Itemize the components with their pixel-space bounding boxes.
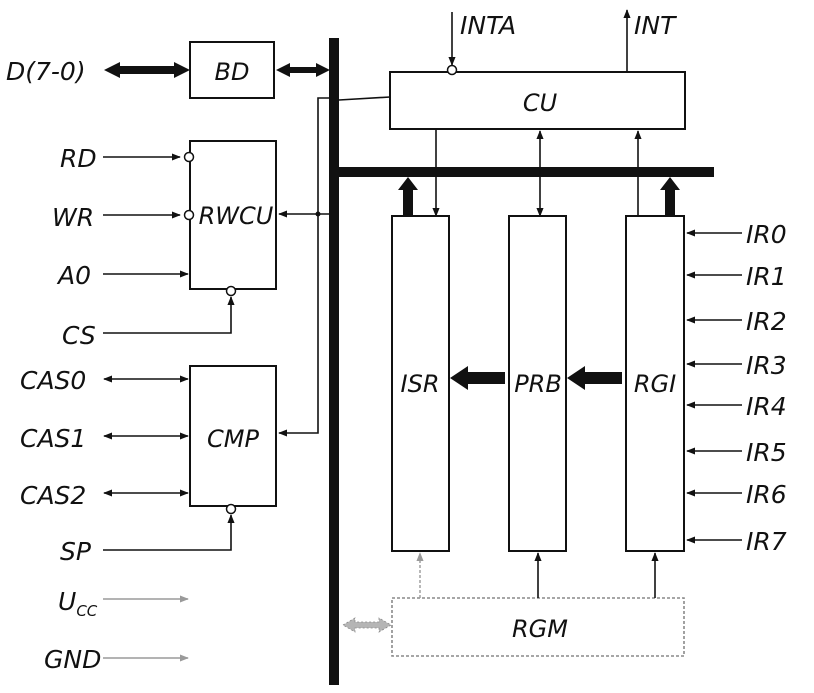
block-cmp (189, 365, 277, 507)
block-rwcu (189, 140, 277, 290)
pin-ir6: IR6 (746, 480, 787, 509)
pin-cs: CS (62, 321, 96, 350)
pin-ir3: IR3 (746, 351, 787, 380)
block-cmp-label: CMP (207, 425, 259, 453)
pin-ir4: IR4 (746, 392, 787, 421)
block-rwcu-label: RWCU (199, 202, 274, 230)
pin-ir2: IR2 (746, 307, 787, 336)
internal-vertical-bus (329, 38, 339, 685)
block-rgm (391, 597, 685, 657)
bd-bus-arrow (276, 63, 330, 77)
block-cu-label: CU (523, 89, 558, 117)
block-isr-label: ISR (401, 370, 440, 398)
block-prb-label: PRB (514, 370, 562, 398)
block-bd (189, 41, 275, 99)
pin-data-bus: D(7-0) (6, 57, 86, 86)
pin-ucc: UCC (58, 587, 98, 620)
sp-inversion-bubble (225, 503, 237, 515)
pin-cas2: CAS2 (20, 481, 86, 510)
block-isr (391, 215, 450, 552)
pin-wr: WR (52, 203, 94, 232)
cs-inversion-bubble (225, 285, 237, 297)
pin-sp: SP (60, 537, 92, 566)
pin-a0: A0 (56, 261, 91, 290)
bus-rgm-faint-arrow (342, 617, 392, 633)
block-cu (389, 71, 686, 130)
sp-wire (103, 514, 235, 551)
pin-int: INT (634, 11, 677, 40)
prb-to-isr-thick-arrow (450, 366, 505, 390)
pin-ir5: IR5 (746, 438, 787, 467)
block-bd-label: BD (215, 58, 250, 86)
pin-inta: INTA (460, 11, 516, 40)
rd-inversion-bubble (183, 151, 195, 163)
internal-horizontal-bus (335, 167, 714, 177)
block-prb (508, 215, 567, 552)
pin-ir7: IR7 (746, 527, 787, 556)
pin-cas1: CAS1 (20, 424, 86, 453)
block-rgm-label: RGM (512, 615, 568, 643)
pin-rd: RD (60, 144, 97, 173)
data-bus-arrow (104, 62, 190, 78)
isr-to-bus-thick-arrow (398, 177, 418, 216)
pin-ir1: IR1 (746, 262, 787, 291)
block-rgi (625, 215, 685, 552)
pin-cas0: CAS0 (20, 366, 86, 395)
block-rgi-label: RGI (634, 370, 676, 398)
rgi-to-bus-thick-arrow (660, 177, 680, 216)
wr-inversion-bubble (183, 209, 195, 221)
rgi-to-prb-thick-arrow (567, 366, 622, 390)
pin-ir0: IR0 (746, 220, 787, 249)
cu-bus-link (338, 96, 391, 101)
cs-wire (103, 296, 235, 334)
inta-inversion-bubble (446, 64, 458, 76)
bus-to-cmp-wire (278, 97, 329, 437)
pin-gnd: GND (44, 645, 101, 674)
